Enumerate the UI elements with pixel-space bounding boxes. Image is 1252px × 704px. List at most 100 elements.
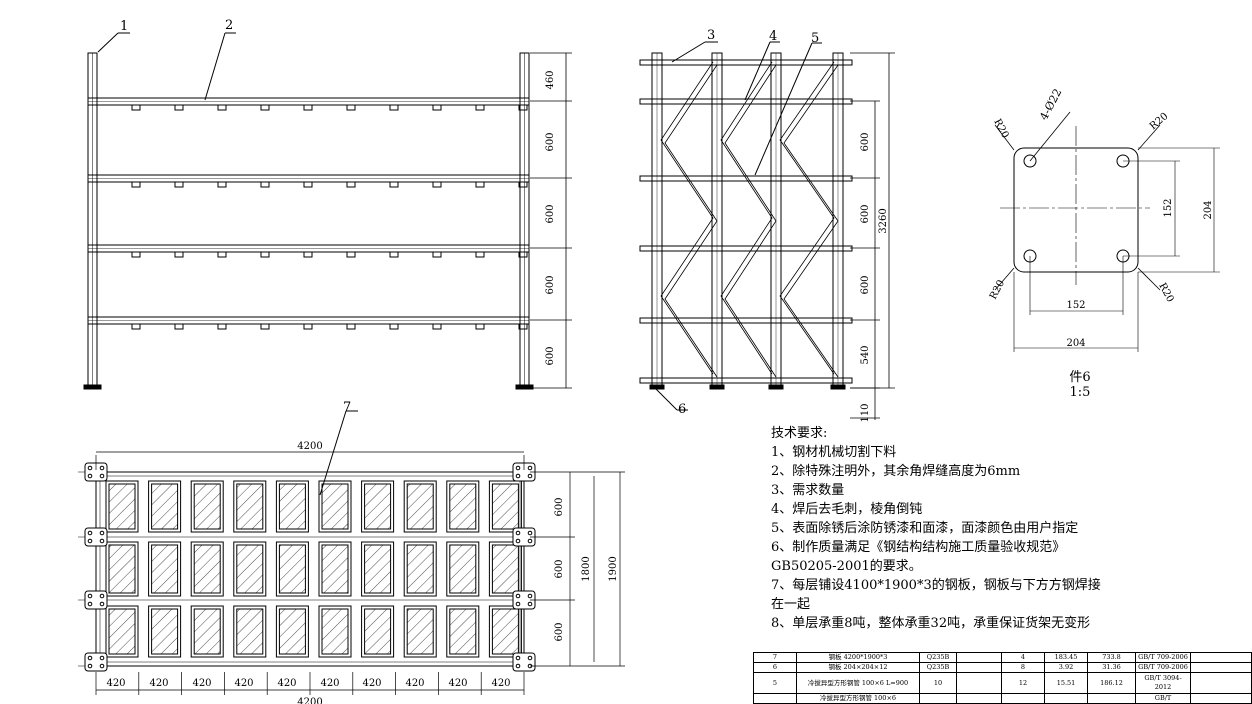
side-dim-total: 3260 xyxy=(878,208,889,233)
plan-cell-hatch xyxy=(364,483,392,530)
balloon-2: 2 xyxy=(204,18,236,101)
balloon-5-text: 5 xyxy=(811,31,819,46)
plan-cell-frame xyxy=(148,480,182,533)
balloon-1-text: 1 xyxy=(120,19,128,34)
bom-row: 冷拔异型方形钢管 100×6 GB/T xyxy=(753,693,1252,704)
front-beam-block xyxy=(303,251,313,258)
plan-cell-frame xyxy=(361,480,395,533)
bom-qty-a xyxy=(956,693,1002,704)
plan-cell-hatch xyxy=(278,544,306,594)
balloon-1: 1 xyxy=(97,19,130,53)
front-beam-block xyxy=(389,323,399,330)
balloon-7: 7 xyxy=(319,400,358,496)
plan-cell-hatch xyxy=(406,483,434,530)
front-dimension-chain: 460 600 600 600 600 xyxy=(530,52,572,389)
plan-cell-hatch xyxy=(364,544,392,594)
plan-dim-bay-2: 420 xyxy=(149,678,168,689)
balloon-7-text: 7 xyxy=(343,400,351,415)
plan-cell-frame xyxy=(361,541,395,597)
front-beam-block xyxy=(346,323,356,330)
plate-holes-label: 4-Ø22 xyxy=(1037,87,1064,123)
balloon-4-text: 4 xyxy=(769,29,777,44)
plan-plate-hole xyxy=(99,538,105,544)
note-line: 3、需求数量 xyxy=(771,483,845,498)
plan-cell-frame xyxy=(275,605,309,658)
plan-plate-hole xyxy=(527,655,533,661)
bom-unit xyxy=(1044,693,1088,704)
plan-cell-frame xyxy=(105,605,139,658)
plan-plate-hole xyxy=(527,593,533,599)
plan-dim-bay-9: 420 xyxy=(448,678,467,689)
side-beam xyxy=(639,245,853,252)
bom-standard: GB/T 709-2006 xyxy=(1135,652,1191,663)
front-view xyxy=(83,52,534,390)
plan-plate-hole xyxy=(515,465,521,471)
balloon-5: 5 xyxy=(754,31,822,176)
plan-cell-frame xyxy=(446,480,480,533)
plan-cell-frame xyxy=(233,605,267,658)
plan-dimension-bottom: 420 420 420 420 420 420 420 420 420 420 … xyxy=(95,672,525,704)
front-beam-block xyxy=(174,181,184,188)
front-beam-block xyxy=(518,104,528,111)
plan-cell-frame xyxy=(488,480,522,533)
front-beam-block xyxy=(432,323,442,330)
bom-no: 5 xyxy=(753,672,797,694)
front-beam-block xyxy=(346,181,356,188)
plan-dim-bay-8: 420 xyxy=(405,678,424,689)
notes-title: 技术要求: xyxy=(771,426,828,441)
plan-cell-frame xyxy=(403,605,437,658)
plate-radius-br: R20 xyxy=(1156,281,1175,304)
plan-plate-hole xyxy=(87,593,93,599)
plan-plate-hole xyxy=(99,655,105,661)
plan-dim-bay-3: 420 xyxy=(192,678,211,689)
bom-no: 6 xyxy=(753,662,797,673)
plate-radius-tr: R20 xyxy=(1148,111,1171,132)
plan-plate-hole xyxy=(527,530,533,536)
plan-dim-width: 4200 xyxy=(297,441,322,452)
bom-standard: GB/T 3094-2012 xyxy=(1135,672,1191,694)
plan-cell-hatch xyxy=(491,544,519,594)
plan-dim-bay-10: 420 xyxy=(491,678,510,689)
side-view xyxy=(639,52,853,390)
plan-cell-hatch xyxy=(321,608,349,655)
plan-cell-hatch xyxy=(449,483,477,530)
front-beam-block xyxy=(475,181,485,188)
plan-cell-hatch xyxy=(236,544,264,594)
plan-cell-frame xyxy=(233,541,267,597)
side-brace xyxy=(720,61,773,375)
bom-unit: 3.92 xyxy=(1044,662,1088,673)
front-beam-block xyxy=(346,251,356,258)
plan-plate-hole xyxy=(527,538,533,544)
front-beam-block xyxy=(518,251,528,258)
side-column-base xyxy=(768,384,784,390)
plate-dim-inner-h: 152 xyxy=(1163,198,1174,217)
front-beam-block xyxy=(260,323,270,330)
plan-plate-hole xyxy=(515,655,521,661)
note-line: 8、单层承重8吨，整体承重32吨，承重保证货架无变形 xyxy=(771,616,1091,631)
plan-plate-hole xyxy=(87,465,93,471)
plan-cell-hatch xyxy=(406,544,434,594)
balloon-4: 4 xyxy=(744,29,780,101)
plan-cell-hatch xyxy=(406,608,434,655)
side-brace xyxy=(664,64,718,378)
bom-total: 186.12 xyxy=(1087,672,1136,694)
note-line: 7、每层铺设4100*1900*3的钢板，钢板与下方方钢焊接 xyxy=(771,578,1101,593)
bom-material: Q235B xyxy=(919,662,957,673)
front-dim-5: 600 xyxy=(545,346,556,365)
front-beam-block xyxy=(475,323,485,330)
plan-plate-hole xyxy=(87,663,93,669)
front-beam-block xyxy=(174,323,184,330)
technical-requirements: 技术要求: 1、钢材机械切割下料 2、除特殊注明外，其余角焊缝高度为6mm 3、… xyxy=(771,424,1151,633)
bom-total: 31.36 xyxy=(1087,662,1136,673)
plan-dim-bay-5: 420 xyxy=(277,678,296,689)
front-beam-block xyxy=(389,181,399,188)
plan-cell-hatch xyxy=(491,608,519,655)
plan-cell-frame xyxy=(190,541,224,597)
plan-cell-hatch xyxy=(108,483,136,530)
bom-name: 冷拔异型方形钢管 100×6 L=900 xyxy=(796,672,920,694)
bom-material: Q235B xyxy=(919,652,957,663)
bom-qty: 8 xyxy=(1001,662,1045,673)
side-beam xyxy=(639,59,853,66)
plan-plate-hole xyxy=(515,538,521,544)
plan-cell-frame xyxy=(446,541,480,597)
